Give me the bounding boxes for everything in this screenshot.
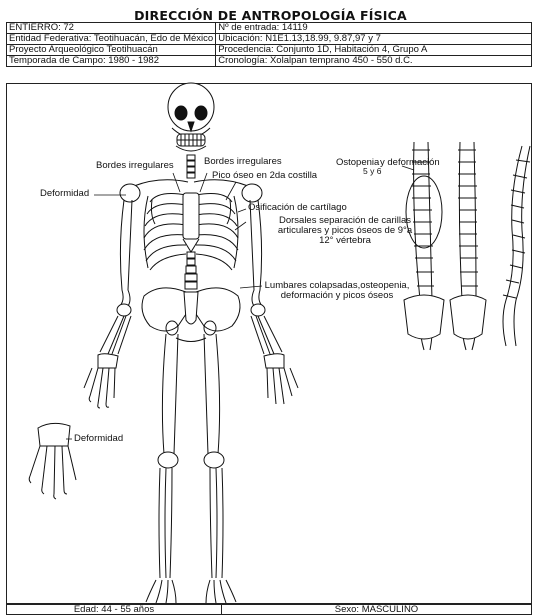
spine-front-view-icon (404, 142, 444, 350)
bordes-irregulares-right-label: Bordes irregulares (204, 157, 282, 167)
left-hand-icon (84, 354, 118, 408)
pelvis-icon (142, 288, 240, 342)
bordes-irregulares-left-label: Bordes irregulares (96, 161, 174, 171)
osificacion-label: Osificación de cartílago (248, 203, 347, 213)
right-leg-icon (204, 334, 236, 603)
spine-side-view-icon (503, 146, 530, 346)
spine-back-view-icon (450, 142, 486, 350)
demographics-footer: Edad: 44 - 55 años Sexo: MASCULINO (6, 604, 532, 615)
pico-oseo-label: Pico óseo en 2da costilla (212, 171, 317, 181)
deformidad-shoulder-label: Deformidad (40, 189, 89, 199)
skull-icon (168, 83, 214, 151)
left-arm-icon (100, 200, 132, 354)
right-hand-icon (264, 354, 298, 404)
deformed-hand-icon (29, 423, 76, 499)
deformacion-label: y deformación (380, 158, 440, 168)
thoracic-lumbar-spine-icon (185, 252, 197, 289)
deformidad-hand-label: Deformidad (74, 434, 123, 444)
edad-cell: Edad: 44 - 55 años (7, 605, 222, 615)
table-row: Edad: 44 - 55 años Sexo: MASCULINO (7, 605, 532, 615)
vertebra-range-label: 5 y 6 (363, 166, 381, 176)
cervical-spine-icon (187, 155, 195, 178)
dorsales-label: Dorsales separación de carillas articula… (270, 216, 420, 246)
lumbares-label: Lumbares colapsadas,osteopenia, deformac… (262, 281, 412, 301)
left-leg-icon (146, 334, 178, 603)
sexo-cell: Sexo: MASCULINO (222, 605, 532, 615)
